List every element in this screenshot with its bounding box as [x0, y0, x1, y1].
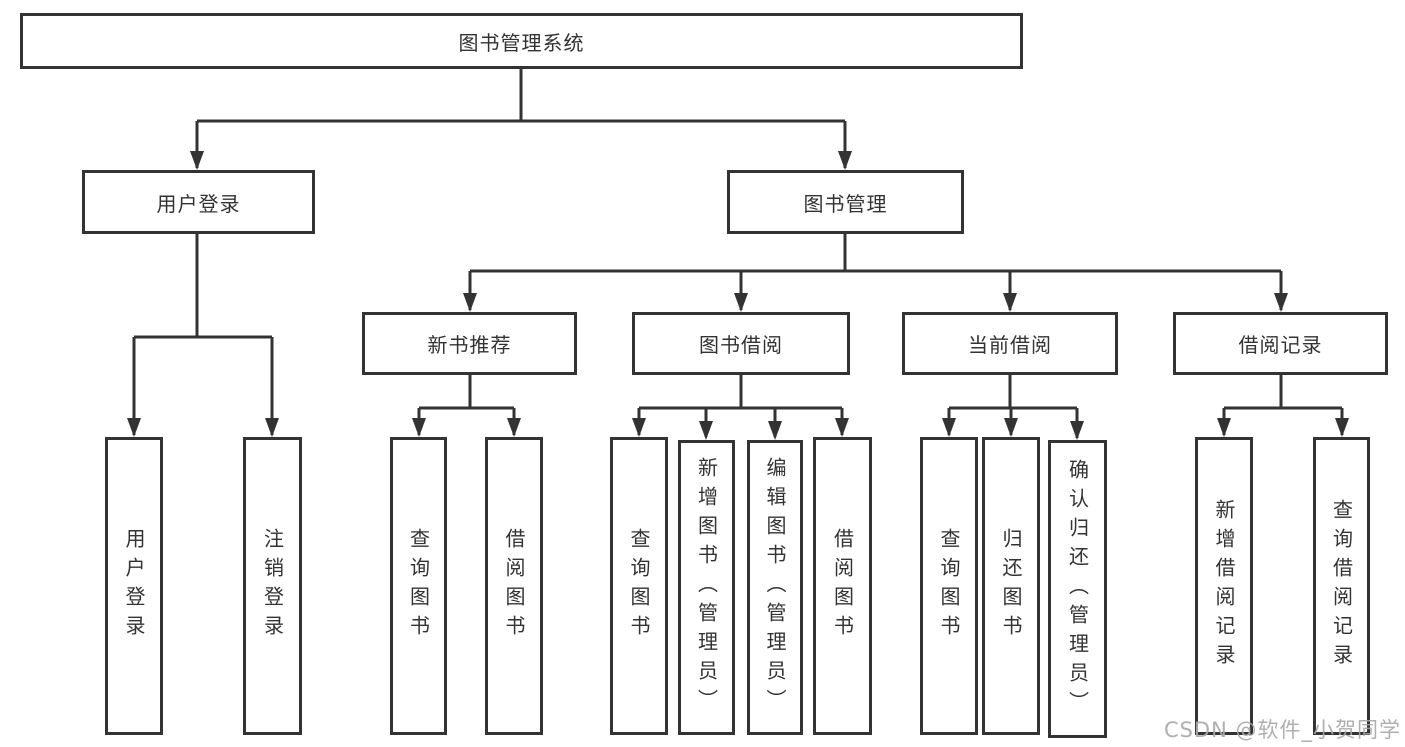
leaf-logout: 注销登录 [243, 437, 302, 735]
leaf-label: 查询图书 [406, 528, 431, 644]
leaf-query-borrow-record: 查询借阅记录 [1313, 437, 1370, 735]
leaf-add-book-admin: 新增图书（管理员） [678, 440, 735, 735]
leaf-add-borrow-record: 新增借阅记录 [1195, 437, 1253, 735]
leaf-label: 新增借阅记录 [1212, 499, 1236, 673]
leaf-label: 查询图书 [937, 528, 961, 644]
tree-edges [132, 69, 1344, 438]
leaf-user-login: 用户登录 [105, 437, 163, 735]
node-current-borrow: 当前借阅 [902, 312, 1118, 375]
csdn-watermark: CSDN @软件_小贺同学 [1163, 718, 1401, 742]
node-root-library-system: 图书管理系统 [20, 13, 1023, 69]
leaf-label: 借阅图书 [830, 528, 855, 644]
leaf-edit-book-admin: 编辑图书（管理员） [747, 440, 803, 735]
leaf-label: 归还图书 [999, 528, 1023, 644]
node-book-management: 图书管理 [727, 170, 964, 234]
leaf-recommend-query-book: 查询图书 [390, 437, 447, 735]
leaf-label: 查询图书 [627, 528, 651, 644]
leaf-label: 借阅图书 [502, 528, 526, 644]
leaf-label: 确认归还（管理员） [1065, 458, 1090, 720]
leaf-label: 编辑图书（管理员） [763, 457, 787, 718]
leaf-return-book: 归还图书 [982, 437, 1040, 735]
leaf-label: 用户登录 [122, 528, 146, 644]
leaf-label: 查询借阅记录 [1329, 499, 1354, 673]
leaf-recommend-borrow-book: 借阅图书 [485, 437, 543, 735]
leaf-current-query-book: 查询图书 [920, 437, 978, 735]
node-new-book-recommend: 新书推荐 [362, 312, 577, 375]
leaf-label: 注销登录 [260, 528, 285, 644]
node-borrow-records: 借阅记录 [1173, 312, 1388, 375]
leaf-borrow-borrow-book: 借阅图书 [813, 437, 872, 735]
node-user-login: 用户登录 [82, 170, 315, 234]
node-book-borrow: 图书借阅 [632, 312, 850, 375]
leaf-borrow-query-book: 查询图书 [610, 437, 668, 735]
leaf-confirm-return-admin: 确认归还（管理员） [1048, 440, 1107, 738]
leaf-label: 新增图书（管理员） [694, 457, 719, 718]
arrowheads [127, 151, 1349, 440]
